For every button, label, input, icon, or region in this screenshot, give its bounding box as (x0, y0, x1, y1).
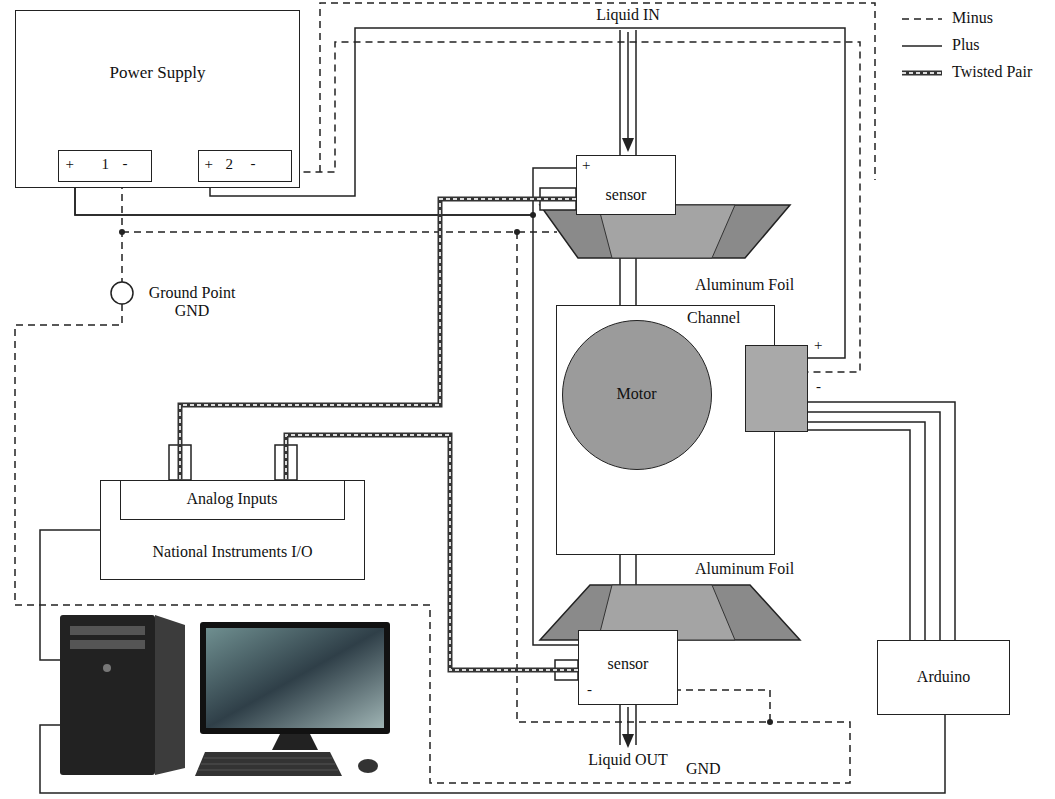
terminal-sign: - (251, 155, 256, 172)
power-button (103, 664, 111, 672)
minus-wire (15, 304, 850, 783)
twisted-pair-sample (902, 72, 942, 74)
flow-arrow-shaft (627, 32, 629, 140)
legend-text: Plus (952, 36, 980, 54)
power-supply-box: Power Supply+1-+2- (15, 10, 300, 188)
legend-sample (900, 40, 944, 52)
analog-inputs-box: Analog Inputs (120, 480, 345, 520)
plus-wire (808, 422, 925, 640)
ground-point-symbol (111, 282, 133, 304)
legend-sample (900, 13, 944, 25)
device-name: Arduino (917, 668, 970, 686)
device-name: National Instruments I/O (153, 543, 313, 561)
legend-text: Minus (952, 9, 993, 27)
sensor-box: sensor + (576, 155, 676, 215)
terminal-number: 2 (226, 156, 234, 173)
drive-bay (70, 640, 145, 649)
computer-tower (60, 615, 155, 775)
monitor (200, 622, 390, 734)
pipe-wall (620, 30, 636, 155)
junction-dot (767, 719, 773, 725)
plus-wire (808, 402, 955, 640)
flow-label: Liquid IN (594, 6, 662, 24)
plus-wire (808, 412, 940, 640)
drive-bay (70, 626, 145, 635)
terminal-box: +2- (198, 150, 292, 182)
part-label: Aluminum Foil (693, 276, 796, 294)
legend-entry: Plus (900, 32, 1032, 59)
plus-wire (808, 422, 925, 640)
device-name: Power Supply (110, 63, 206, 83)
terminal-box: +1- (58, 150, 152, 182)
mouse (358, 759, 378, 773)
sensor-box: sensor- (578, 630, 678, 705)
part-label: Aluminum Foil (693, 560, 796, 578)
legend-entry: Minus (900, 5, 1032, 32)
terminal-sign: + (582, 157, 590, 174)
keyboard-keys (198, 758, 338, 770)
minus-sample (902, 18, 942, 20)
motor-name: Motor (617, 385, 657, 403)
io-device-box: National Instruments I/O Analog Inputs (100, 480, 365, 580)
monitor-screen (206, 628, 384, 728)
minus-wire (320, 3, 875, 180)
twisted-pair-sample (902, 70, 942, 75)
flow-arrow-shaft (627, 707, 629, 736)
minus-wire (122, 231, 557, 233)
plus-sample (902, 45, 942, 47)
flow-arrow-head (622, 734, 634, 748)
plus-wire (75, 182, 578, 646)
legend-sample (900, 67, 944, 79)
terminal-sign: + (205, 156, 213, 173)
motor-connector: +- (745, 345, 808, 432)
terminal-sign: - (816, 378, 821, 395)
port-name: Analog Inputs (186, 490, 277, 508)
plus-wire (808, 402, 955, 640)
terminal-sign: + (66, 156, 74, 173)
terminal-number: 1 (102, 156, 110, 173)
terminal-sign: - (123, 155, 128, 172)
monitor-stand (272, 734, 318, 750)
junction-dot (119, 229, 125, 235)
legend: MinusPlusTwisted Pair (900, 5, 1032, 86)
ground-label: Ground Point GND (140, 284, 244, 321)
terminal-sign: + (814, 337, 822, 354)
pipe-wall (620, 555, 636, 585)
pipe-wall (620, 258, 636, 305)
plus-wire (808, 430, 910, 640)
sensor-name: sensor (606, 186, 647, 204)
plus-wire (808, 412, 940, 640)
plus-wire (808, 430, 910, 640)
flow-label: Liquid OUT (586, 751, 670, 769)
keyboard (195, 752, 342, 776)
motor-circle: Motor (562, 320, 712, 470)
junction-dot (514, 229, 520, 235)
sensor-name: sensor (608, 655, 649, 673)
computer-tower-side (155, 615, 185, 775)
terminal-sign: - (587, 681, 592, 698)
flow-arrow-head (622, 138, 634, 152)
channel-name: Channel (687, 309, 740, 327)
computer-illustration (60, 615, 390, 776)
legend-entry: Twisted Pair (900, 59, 1032, 86)
channel-box: ChannelMotor (556, 305, 775, 555)
plus-wire (75, 182, 578, 646)
legend-text: Twisted Pair (952, 63, 1032, 81)
ground-label: GND (684, 760, 723, 778)
arduino-box: Arduino (877, 640, 1010, 715)
